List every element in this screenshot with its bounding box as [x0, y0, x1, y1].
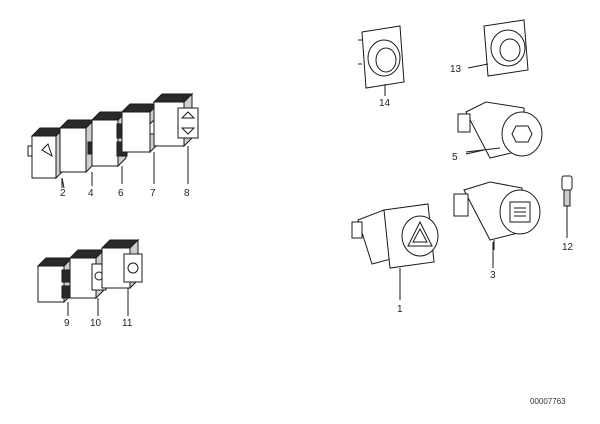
- switch-part-8[interactable]: [152, 92, 199, 184]
- part-label-11: 11: [122, 318, 133, 329]
- knob-part-3[interactable]: [453, 181, 541, 250]
- knob-part-14[interactable]: [358, 25, 405, 94]
- switch-part-9[interactable]: [36, 256, 75, 316]
- hazard-switch-part-1[interactable]: [351, 203, 439, 300]
- part-label-6: 6: [118, 188, 124, 199]
- part-label-1: 1: [397, 304, 403, 315]
- part-label-7: 7: [150, 188, 156, 199]
- bulb-part-12[interactable]: [561, 175, 573, 238]
- part-label-2: 2: [60, 188, 66, 199]
- knob-part-5[interactable]: [457, 101, 543, 159]
- knob-part-13[interactable]: [467, 19, 529, 77]
- switch-part-11[interactable]: [100, 238, 143, 316]
- part-label-5: 5: [452, 152, 458, 163]
- part-label-3: 3: [490, 270, 496, 281]
- part-label-4: 4: [88, 188, 94, 199]
- switch-part-4[interactable]: [58, 118, 96, 186]
- part-label-12: 12: [562, 242, 574, 253]
- part-label-9: 9: [64, 318, 70, 329]
- switch-part-10[interactable]: [68, 248, 107, 316]
- part-label-8: 8: [184, 188, 190, 199]
- part-label-13: 13: [450, 64, 462, 75]
- diagram-reference-number: 00007763: [530, 397, 566, 406]
- switch-part-2[interactable]: [27, 126, 66, 188]
- part-label-10: 10: [90, 318, 102, 329]
- part-label-14: 14: [379, 98, 391, 109]
